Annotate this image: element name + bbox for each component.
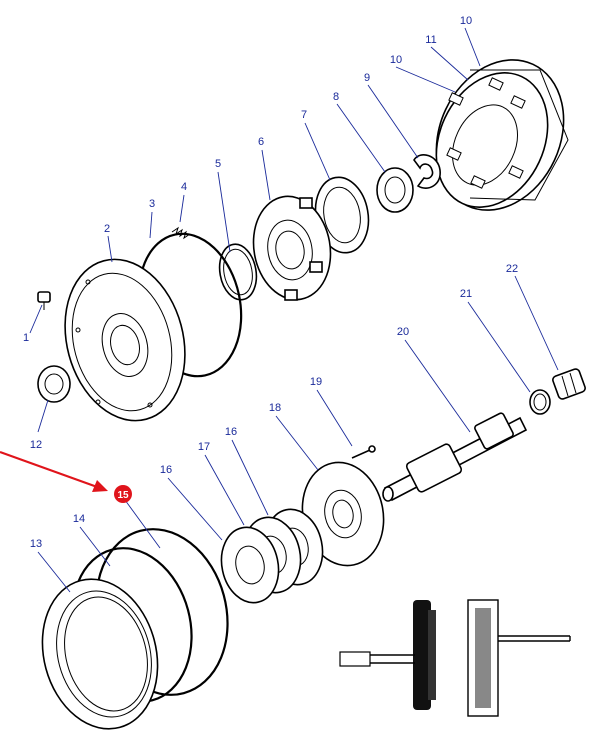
needle-bearing-part bbox=[552, 368, 586, 400]
callout-22: 22 bbox=[506, 263, 518, 275]
callout-16-left: 16 bbox=[160, 464, 172, 476]
callout-8: 8 bbox=[333, 91, 339, 103]
shaft-part bbox=[382, 412, 528, 502]
callout-21: 21 bbox=[460, 288, 472, 300]
retaining-ring-part bbox=[218, 243, 258, 301]
housing-part bbox=[64, 258, 186, 422]
callout-20: 20 bbox=[397, 326, 409, 338]
callout-2: 2 bbox=[104, 223, 110, 235]
callout-18: 18 bbox=[269, 402, 281, 414]
seal-part bbox=[37, 365, 71, 403]
bolt-part bbox=[37, 291, 51, 310]
highlight-badge: 15 bbox=[114, 485, 132, 503]
callout-6: 6 bbox=[258, 136, 264, 148]
clutch-drum-part bbox=[435, 59, 569, 211]
snap-ring-part bbox=[413, 154, 441, 189]
callout-4: 4 bbox=[181, 181, 187, 193]
callout-7: 7 bbox=[301, 109, 307, 121]
callout-9: 9 bbox=[364, 72, 370, 84]
callout-5: 5 bbox=[215, 158, 221, 170]
callout-17: 17 bbox=[198, 441, 210, 453]
callout-10-left: 10 bbox=[390, 54, 402, 66]
callout-12: 12 bbox=[30, 439, 42, 451]
callout-13: 13 bbox=[30, 538, 42, 550]
screw-part bbox=[351, 445, 376, 459]
callout-1: 1 bbox=[23, 332, 29, 344]
disc-part bbox=[301, 461, 385, 567]
callout-10-top: 10 bbox=[460, 15, 472, 27]
cylinder-ring-part bbox=[41, 578, 159, 730]
friction-disc-part bbox=[220, 526, 280, 604]
leader-lines bbox=[29, 27, 559, 593]
callout-3: 3 bbox=[149, 198, 155, 210]
assembly-inset bbox=[339, 599, 571, 717]
callout-16-right: 16 bbox=[225, 426, 237, 438]
thrust-ring-part bbox=[529, 389, 551, 415]
callout-14: 14 bbox=[73, 513, 85, 525]
carrier-hub-part bbox=[252, 195, 332, 301]
callout-11: 11 bbox=[425, 34, 436, 46]
callout-19: 19 bbox=[310, 376, 322, 388]
bearing-part bbox=[376, 167, 414, 213]
highlight-arrow bbox=[0, 450, 108, 492]
callout-labels: 1 2 3 4 5 6 7 8 9 10 10 11 12 13 14 16 1… bbox=[23, 15, 518, 550]
highlight-badge-text: 15 bbox=[117, 490, 129, 501]
